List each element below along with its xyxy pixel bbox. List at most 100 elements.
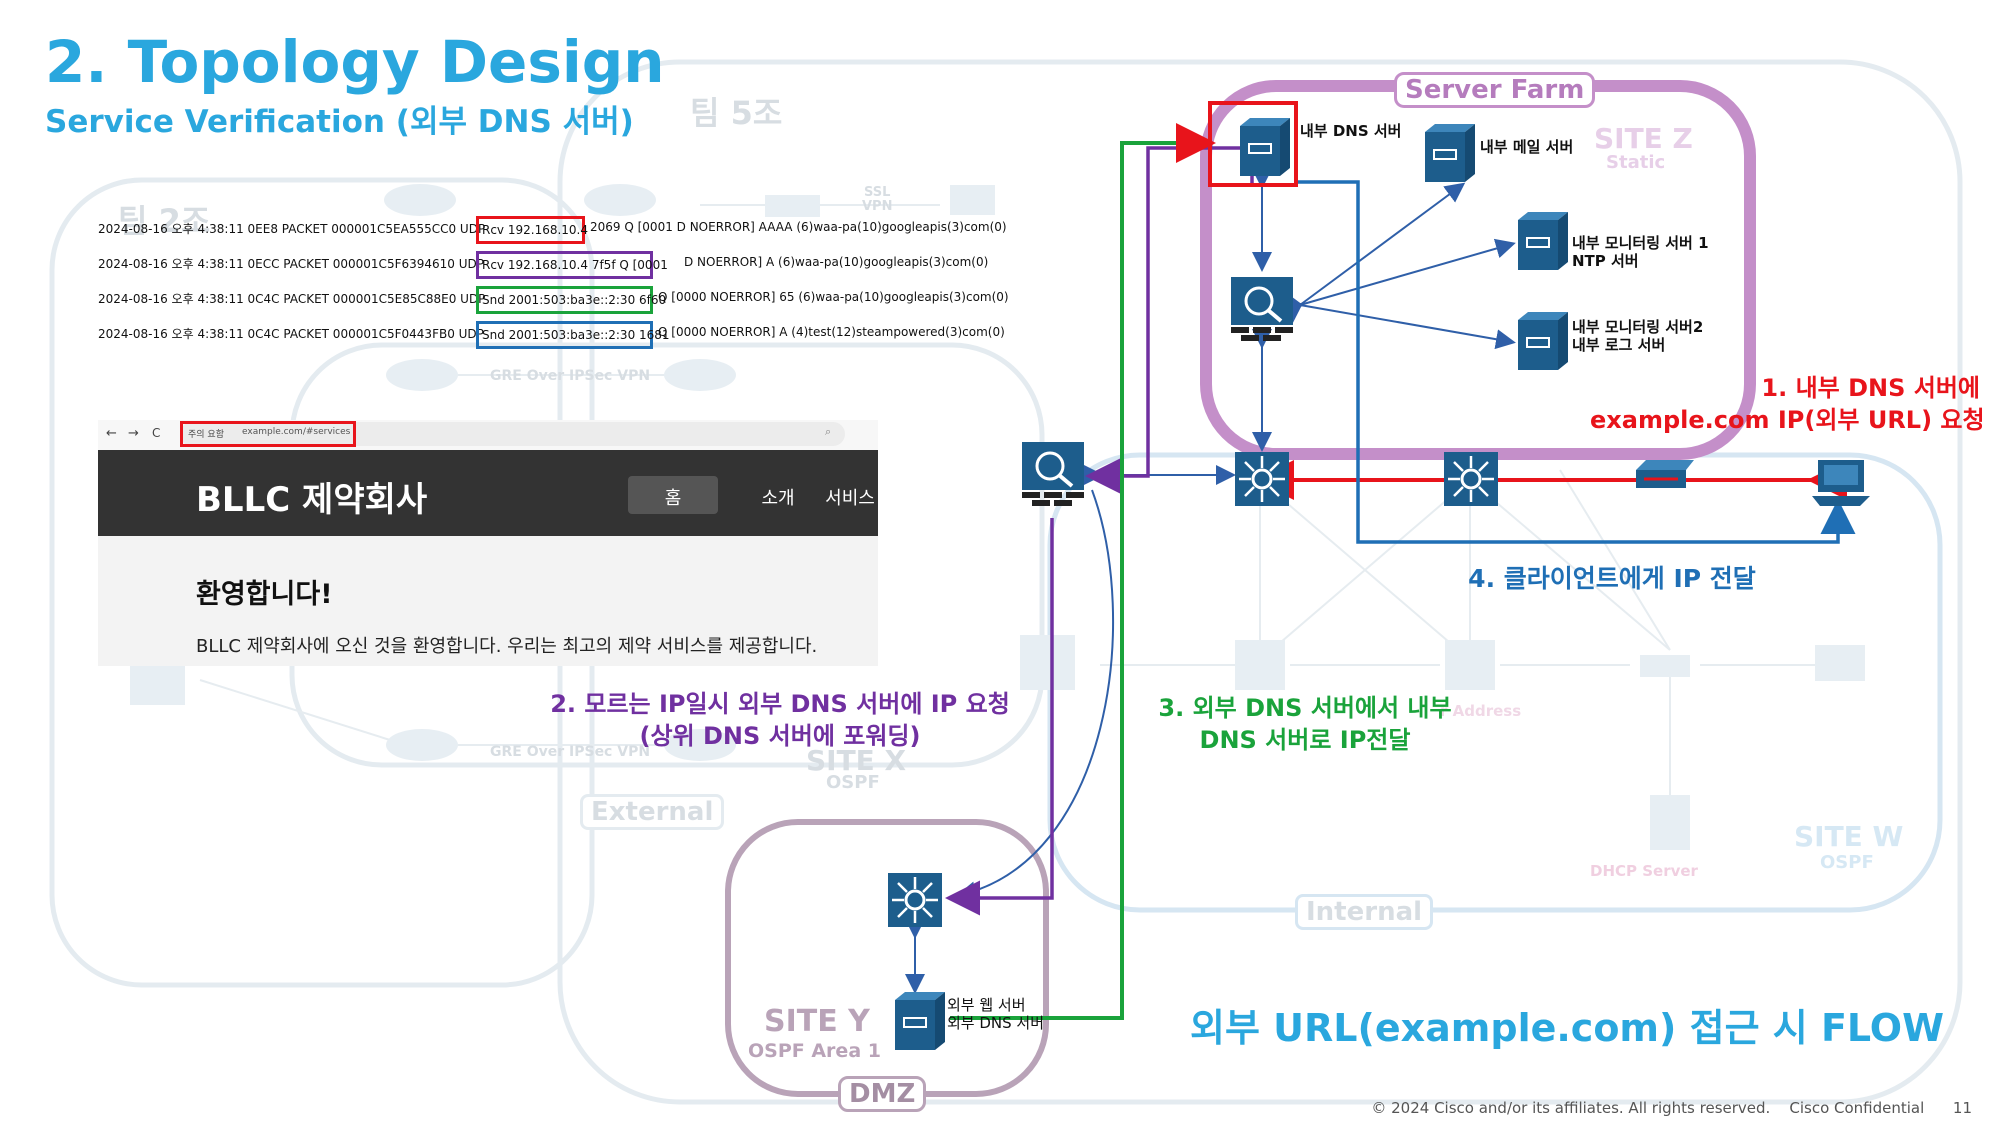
- slide-footer: © 2024 Cisco and/or its affiliates. All …: [1371, 1099, 1972, 1117]
- step4-deliver-arrow: [1296, 180, 1856, 544]
- team2-label: 팀 2조: [118, 202, 211, 240]
- browser-toolbar: ← → C 주의 요함 example.com/#services ⌕: [98, 420, 878, 450]
- step3-annotation: 3. 외부 DNS 서버에서 내부 DNS 서버로 IP전달: [1158, 694, 1452, 754]
- external-dns-label: 외부 웹 서버 외부 DNS 서버: [947, 996, 1045, 1032]
- site-z-protocol: Static: [1606, 152, 1666, 173]
- log-line-4-suffix: Q [0000 NOERROR] A (4)test(12)steampower…: [658, 325, 1005, 339]
- core-switch-right-icon: [1442, 450, 1500, 508]
- access-hub-icon: [1636, 460, 1694, 488]
- dmz-switch-icon: [886, 871, 944, 929]
- slide-title: 2. Topology Design: [45, 28, 665, 96]
- address-label: r Address: [1440, 702, 1522, 720]
- url-highlight-box: [180, 421, 356, 447]
- site-w-protocol: OSPF: [1820, 852, 1874, 873]
- internal-mail-label: 내부 메일 서버: [1480, 138, 1574, 156]
- copyright-text: © 2024 Cisco and/or its affiliates. All …: [1371, 1099, 1771, 1117]
- forward-icon[interactable]: →: [128, 426, 139, 441]
- step2-forward-arrow-b: [945, 518, 1054, 916]
- log-line-3-suffix: Q [0000 NOERROR] 65 (6)waa-pa(10)googlea…: [658, 290, 1009, 304]
- page-number: 11: [1952, 1099, 1972, 1117]
- step4-annotation: 4. 클라이언트에게 IP 전달: [1468, 564, 1756, 593]
- log-line-3-highlight: Snd 2001:503:ba3e::2:30 6f60: [476, 286, 666, 314]
- server-farm-label: Server Farm: [1394, 72, 1596, 108]
- faded-router-icon: [584, 184, 656, 216]
- site-y-protocol: OSPF Area 1: [748, 1040, 881, 1062]
- step2-annotation: 2. 모르는 IP일시 외부 DNS 서버에 IP 요청 (상위 DNS 서버에…: [550, 690, 1010, 750]
- faded-switch-icon: [1235, 640, 1285, 690]
- firewall-to-monitor2-link: [1282, 292, 1516, 350]
- gre-vpn-top-label: GRE Over IPSec VPN: [490, 368, 651, 384]
- log-line-1-highlight: Rcv 192.168.10.4: [476, 216, 588, 244]
- log-line-2-prefix: 2024-08-16 오후 4:38:11 0ECC PACKET 000001…: [98, 257, 484, 271]
- faded-pc-icon: [950, 185, 995, 215]
- site-y-label: SITE Y: [764, 1004, 870, 1039]
- step3-reply-arrow: [950, 123, 1216, 1020]
- monitoring-server-2-label: 내부 모니터링 서버2 내부 로그 서버: [1572, 318, 1704, 354]
- monitoring-server-1-label: 내부 모니터링 서버 1 NTP 서버: [1572, 234, 1709, 270]
- log-line-4-highlight: Snd 2001:503:ba3e::2:30 1681: [476, 321, 670, 349]
- internal-dns-label: 내부 DNS 서버: [1300, 122, 1402, 140]
- faded-router-icon: [386, 729, 458, 761]
- internal-dns-server-icon: [1239, 117, 1291, 177]
- zoom-icon: ⌕: [825, 425, 832, 438]
- nav-home[interactable]: 홈: [664, 488, 682, 509]
- url-text[interactable]: example.com/#services: [242, 427, 351, 437]
- edge-to-dmz-curve: [956, 489, 1115, 902]
- ssl-vpn-label: SSL VPN: [862, 185, 893, 214]
- log-line-2-suffix: D NOERROR] A (6)waa-pa(10)googleapis(3)c…: [684, 255, 989, 269]
- log-line-1-prefix: 2024-08-16 오후 4:38:11 0EE8 PACKET 000001…: [98, 222, 486, 236]
- faded-hub-icon: [1640, 655, 1690, 677]
- welcome-body: BLLC 제약회사에 오신 것을 환영합니다. 우리는 최고의 제약 서비스를 …: [196, 636, 818, 657]
- back-icon[interactable]: ←: [106, 426, 117, 441]
- monitoring-server-2-icon: [1517, 311, 1569, 371]
- log-line-4-prefix: 2024-08-16 오후 4:38:11 0C4C PACKET 000001…: [98, 327, 484, 341]
- site-x-label: SITE X: [806, 744, 907, 777]
- faded-server-icon: [1650, 795, 1690, 850]
- server-farm-firewall-icon: [1229, 275, 1295, 343]
- monitoring-server-1-icon: [1517, 211, 1569, 271]
- edge-firewall-icon: [1020, 440, 1086, 508]
- faded-pc-icon: [1815, 645, 1865, 681]
- site-x-protocol: OSPF: [826, 772, 880, 793]
- log-line-2-highlight: Rcv 192.168.10.4 7f5f Q [0001: [476, 251, 668, 279]
- client-pc-icon: [1812, 460, 1870, 506]
- flow-caption: 외부 URL(example.com) 접근 시 FLOW: [1190, 1006, 1945, 1050]
- core-switch-left-icon: [1233, 450, 1291, 508]
- faded-firewall-icon: [1020, 635, 1075, 690]
- step1-annotation: 1. 내부 DNS 서버에 example.com IP(외부 URL) 요청: [1590, 374, 1985, 434]
- site-w-label: SITE W: [1794, 820, 1904, 853]
- team5-label: 팀 5조: [690, 94, 783, 132]
- dhcp-server-label: DHCP Server: [1590, 862, 1698, 880]
- nav-services[interactable]: 서비스: [825, 488, 875, 509]
- external-zone-label: External: [580, 794, 725, 830]
- gre-vpn-bottom-label: GRE Over IPSec VPN: [490, 744, 651, 760]
- nav-about[interactable]: 소개: [761, 488, 795, 509]
- dmz-label: DMZ: [838, 1076, 927, 1112]
- dns-log-panel: 2024-08-16 오후 4:38:11 0EE8 PACKET 000001…: [98, 214, 1058, 350]
- faded-router-icon: [384, 184, 456, 216]
- reload-icon[interactable]: C: [152, 426, 161, 440]
- external-dns-server-icon: [894, 991, 946, 1051]
- insecure-warning: 주의 요함: [188, 430, 224, 440]
- faded-hub-icon: [765, 195, 820, 217]
- slide-subtitle: Service Verification (외부 DNS 서버): [45, 104, 634, 140]
- site-header: BLLC 제약회사 홈 소개 서비스: [98, 450, 878, 536]
- log-line-1-suffix: 2069 Q [0001 D NOERROR] AAAA (6)waa-pa(1…: [590, 220, 1007, 234]
- faded-router-icon: [386, 359, 458, 391]
- site-z-label: SITE Z: [1594, 122, 1693, 155]
- site-brand[interactable]: BLLC 제약회사: [196, 480, 428, 520]
- internal-zone-label: Internal: [1295, 894, 1434, 930]
- browser-screenshot: ← → C 주의 요함 example.com/#services ⌕ BLLC…: [98, 420, 878, 666]
- faded-router-icon: [664, 359, 736, 391]
- faded-switch-icon: [1445, 640, 1495, 690]
- internal-dns-highlight-box: [1208, 101, 1298, 187]
- faded-router-icon: [664, 729, 736, 761]
- address-bar[interactable]: 주의 요함 example.com/#services ⌕: [180, 421, 845, 447]
- log-line-3-prefix: 2024-08-16 오후 4:38:11 0C4C PACKET 000001…: [98, 292, 486, 306]
- nav-home-bg: [628, 476, 718, 514]
- confidential-text: Cisco Confidential: [1789, 1099, 1925, 1117]
- internal-mail-server-icon: [1424, 123, 1476, 183]
- welcome-heading: 환영합니다!: [196, 579, 333, 610]
